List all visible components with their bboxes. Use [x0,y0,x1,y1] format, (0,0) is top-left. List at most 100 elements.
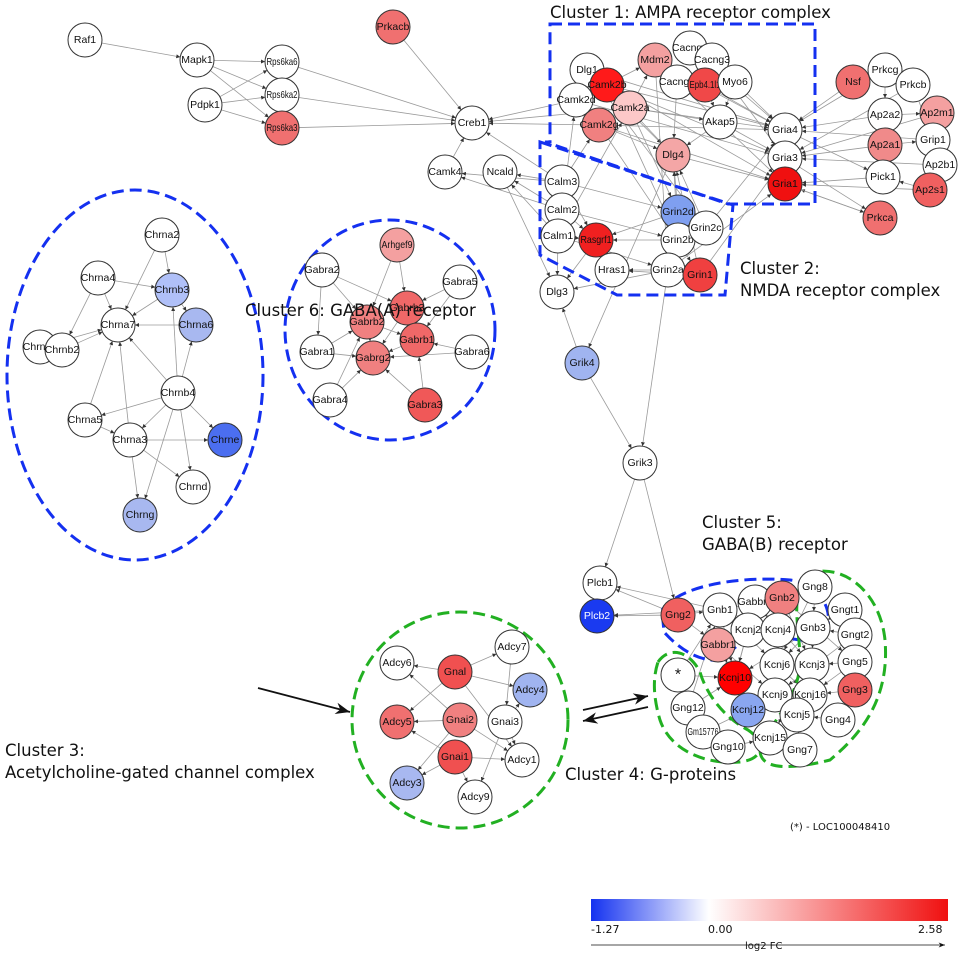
node-ap2s1[interactable]: Ap2s1 [912,172,948,208]
node-circle[interactable] [837,672,873,708]
node-gngt2[interactable]: Gngt2 [837,617,873,653]
node-kcnj12[interactable]: Kcnj12 [730,692,766,728]
node-circle[interactable] [454,334,490,370]
node-circle[interactable] [407,387,443,423]
node-gng3[interactable]: Gng3 [837,672,873,708]
node-circle[interactable] [637,42,673,78]
node-circle[interactable] [730,692,766,728]
node-arhgef9[interactable]: Arhgef9 [379,227,415,263]
node-circle[interactable] [389,290,425,326]
node-camk2d[interactable]: Camk2d [556,82,596,118]
node-circle[interactable] [160,375,196,411]
node-circle[interactable] [112,422,148,458]
node-circle[interactable] [442,264,478,300]
node-circle[interactable] [612,90,648,126]
node-circle[interactable] [717,64,753,100]
node-chrna2[interactable]: Chrna2 [144,217,180,253]
node-chrne[interactable]: Chrne [207,422,243,458]
node-kcnj15[interactable]: Kcnj15 [752,720,788,756]
node-chrnd[interactable]: Chrnd [175,469,211,505]
node-circle[interactable] [579,598,615,634]
node-circle[interactable] [437,739,473,775]
node-gnb1[interactable]: Gnb1 [702,592,738,628]
node-circle[interactable] [782,732,818,768]
node-circle[interactable] [767,166,803,202]
node-gnb3[interactable]: Gnb3 [795,610,831,646]
node-circle[interactable] [710,729,746,765]
node-gabra2[interactable]: Gabra2 [304,252,340,288]
node-circle[interactable] [895,67,931,103]
node-circle[interactable] [442,702,478,738]
node-creb1[interactable]: Creb1 [454,105,490,141]
node-plcb1[interactable]: Plcb1 [582,565,618,601]
node-cacng2[interactable]: Cacng2 [659,64,695,100]
node-circle[interactable] [512,672,548,708]
node-circle[interactable] [379,227,415,263]
node-adcy5[interactable]: Adcy5 [379,704,415,740]
node-adcy7[interactable]: Adcy7 [494,629,530,665]
node-rps6ka2[interactable]: Rps6ka2 [264,77,300,113]
node-circle[interactable] [389,765,425,801]
node-chrna6[interactable]: Chrna6 [178,307,214,343]
node-circle[interactable] [540,218,576,254]
node-circle[interactable] [564,345,600,381]
node-chrnb3[interactable]: Chrnb3 [154,272,190,308]
node-circle[interactable] [820,702,856,738]
node-plcb2[interactable]: Plcb2 [579,598,615,634]
node-circle[interactable] [589,67,625,103]
node-circle[interactable] [702,104,738,140]
node-pdpk1[interactable]: Pdpk1 [187,87,223,123]
node-circle[interactable] [558,82,594,118]
node-gnai1[interactable]: Gnai1 [437,739,473,775]
node-gabra1[interactable]: Gabra1 [299,334,335,370]
node-circle[interactable] [144,217,180,253]
node-circle[interactable] [702,592,738,628]
node-circle[interactable] [581,107,617,143]
node-circle[interactable] [67,402,103,438]
node-circle[interactable] [179,42,215,78]
node-gm15776[interactable]: Gm15776 [685,714,721,750]
node-camk2g[interactable]: Camk2g [579,107,619,143]
node-adcy9[interactable]: Adcy9 [457,779,493,815]
node-circle[interactable] [865,159,901,195]
node-circle[interactable] [594,252,630,288]
node-grin2d[interactable]: Grin2d [660,194,696,230]
node-circle[interactable] [427,154,463,190]
node-circle[interactable] [299,334,335,370]
node-chrng[interactable]: Chrng [122,497,158,533]
node-gng5[interactable]: Gng5 [837,644,873,680]
node-circle[interactable] [154,272,190,308]
node-kcnj4[interactable]: Kcnj4 [760,612,796,648]
node-circle[interactable] [862,200,898,236]
node-gabra6[interactable]: Gabra6 [454,334,490,370]
node-gabrg2[interactable]: Gabrg2 [355,340,391,376]
node-adcy3[interactable]: Adcy3 [389,765,425,801]
node-kcnj3[interactable]: Kcnj3 [794,647,830,683]
node-grin1[interactable]: Grin1 [682,257,718,293]
node-circle[interactable] [304,252,340,288]
node-gabra3[interactable]: Gabra3 [407,387,443,423]
node-circle[interactable] [312,382,348,418]
node-rps6ka3[interactable]: Rps6ka3 [264,110,300,146]
node-circle[interactable] [379,645,415,681]
node-pick1[interactable]: Pick1 [865,159,901,195]
node-myo6[interactable]: Myo6 [717,64,753,100]
node-chrnb4[interactable]: Chrnb4 [160,375,196,411]
node-circle[interactable] [655,137,691,173]
node-gabrb3[interactable]: Gabrb3 [389,290,425,326]
node-chrna4[interactable]: Chrna4 [80,260,116,296]
node-rasgrf1[interactable]: Rasgrf1 [578,222,614,258]
node-grin2c[interactable]: Grin2c [688,210,724,246]
node-adcy6[interactable]: Adcy6 [379,645,415,681]
node-gng10[interactable]: Gng10 [710,729,746,765]
node-circle[interactable] [867,52,903,88]
node-grin2b[interactable]: Grin2b [660,222,696,258]
node-circle[interactable] [44,332,80,368]
node-grik3[interactable]: Grik3 [622,445,658,481]
node-ncald[interactable]: Ncald [482,154,518,190]
node-mapk1[interactable]: Mapk1 [179,42,215,78]
node-chrna7[interactable]: Chrna7 [100,307,136,343]
node-circle[interactable] [622,445,658,481]
node-circle[interactable] [375,9,411,45]
node-prkca[interactable]: Prkca [862,200,898,236]
